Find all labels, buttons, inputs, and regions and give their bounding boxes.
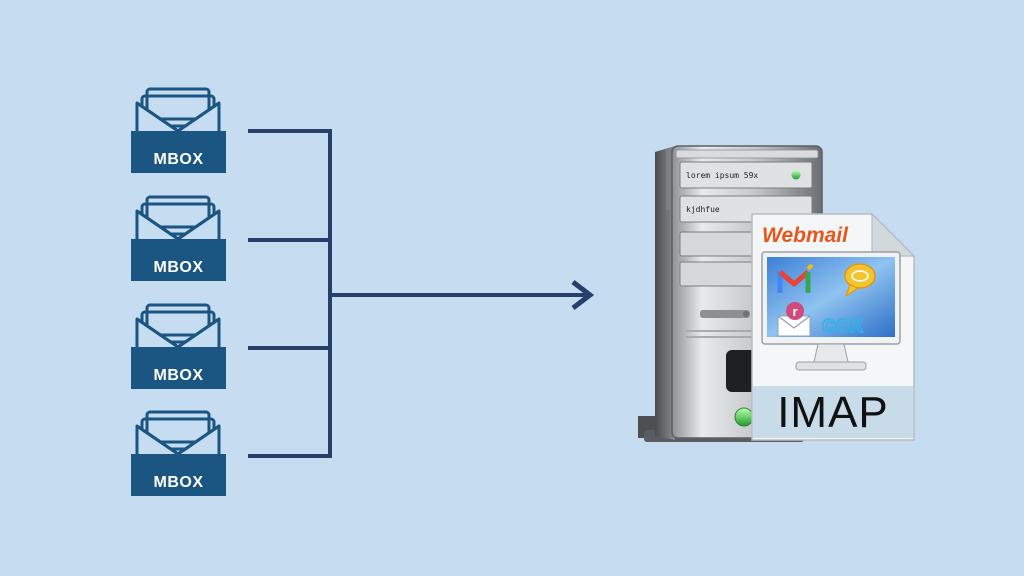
arrow-head-icon xyxy=(571,280,595,310)
imap-label: IMAP xyxy=(777,388,889,437)
mbox-icon-1: MBOX xyxy=(129,87,228,175)
connector-bracket xyxy=(248,129,595,458)
imap-webmail-card: Webmail r cox IMAP xyxy=(751,212,916,441)
mbox-label: MBOX xyxy=(154,474,204,491)
mbox-icon-2: MBOX xyxy=(129,195,228,283)
drive-bay-label-2: kjdhfue xyxy=(686,205,720,214)
mbox-label: MBOX xyxy=(154,151,204,168)
drive-bay-label-1: lorem ipsum 59x xyxy=(686,171,758,180)
mbox-label: MBOX xyxy=(154,259,204,276)
envelope-icon: r xyxy=(777,302,811,337)
chat-bubble-icon xyxy=(844,263,876,298)
cox-logo: cox xyxy=(822,311,864,338)
r-badge: r xyxy=(792,304,797,319)
power-led xyxy=(734,407,754,427)
mbox-label: MBOX xyxy=(154,367,204,384)
gmail-logo-icon xyxy=(777,263,814,293)
webmail-title: Webmail xyxy=(762,224,849,247)
mbox-icon-4: MBOX xyxy=(129,410,228,498)
status-led xyxy=(791,170,801,180)
mbox-icon-3: MBOX xyxy=(129,303,228,391)
